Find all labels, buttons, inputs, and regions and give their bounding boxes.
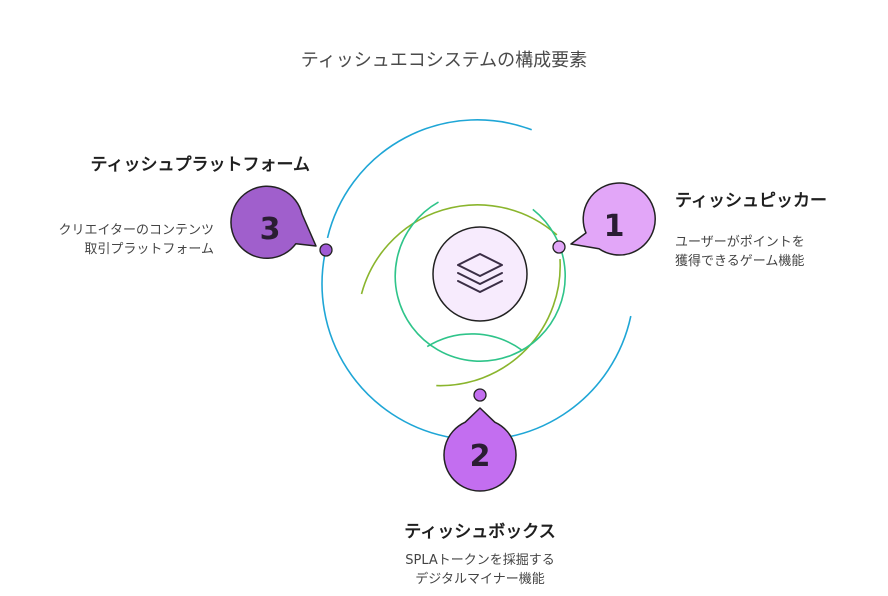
item-3-desc-line: 取引プラットフォーム: [84, 242, 214, 257]
item-2-description: SPLAトークンを採掘する デジタルマイナー機能: [330, 551, 630, 589]
bubble-2: 2: [443, 407, 517, 492]
bubble-1: 1: [570, 182, 656, 256]
bubble-2-number: 2: [470, 439, 491, 474]
item-1-description: ユーザーがポイントを 獲得できるゲーム機能: [675, 233, 805, 271]
center-circle: [432, 226, 528, 322]
middle-ring: [360, 204, 561, 387]
item-3-heading: ティッシュプラットフォーム: [90, 155, 310, 175]
item-2-desc-line: デジタルマイナー機能: [415, 572, 545, 587]
bubble-1-number: 1: [604, 209, 625, 244]
diagram-title: ティッシュエコシステムの構成要素: [300, 50, 588, 71]
bubble-3: 3: [230, 185, 317, 260]
node-dot-1: [552, 240, 566, 254]
inner-ring: [394, 201, 566, 362]
layers-icon: [457, 253, 503, 293]
item-3-description: クリエイターのコンテンツ 取引プラットフォーム: [59, 221, 214, 259]
item-2-desc-line: SPLAトークンを採掘する: [405, 553, 555, 568]
item-3-desc-line: クリエイターのコンテンツ: [58, 223, 214, 238]
item-1-desc-line: ユーザーがポイントを: [675, 235, 805, 250]
item-1-desc-line: 獲得できるゲーム機能: [675, 254, 805, 269]
node-dot-2: [473, 388, 487, 402]
item-1-heading: ティッシュピッカー: [675, 191, 827, 211]
bubble-3-number: 3: [260, 212, 281, 247]
outer-ring: [321, 119, 632, 441]
node-dot-3: [319, 243, 333, 257]
item-2-heading: ティッシュボックス: [404, 522, 556, 542]
